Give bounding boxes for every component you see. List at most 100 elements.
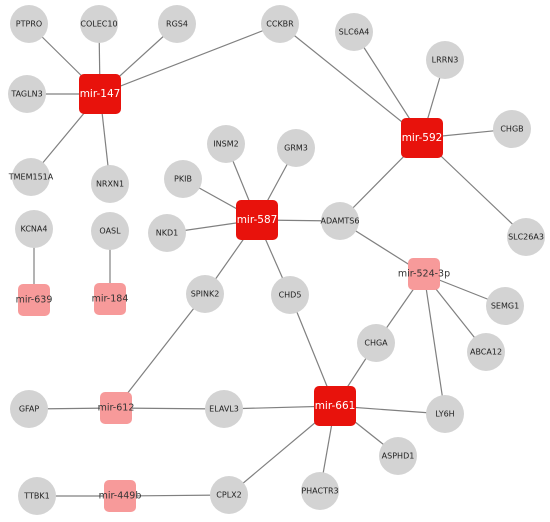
gene-node-phactr3[interactable]: PHACTR3 [301,472,339,510]
gene-label: KCNA4 [21,225,48,234]
mirna-node-mir-449b[interactable]: mir-449b [99,480,142,512]
gene-node-pkib[interactable]: PKIB [164,160,202,198]
gene-label: NRXN1 [96,180,124,189]
gene-node-nkd1[interactable]: NKD1 [148,214,186,252]
gene-node-chgb[interactable]: CHGB [493,110,531,148]
gene-label: GFAP [19,405,40,414]
gene-label: COLEC10 [80,20,117,29]
gene-node-slc6a4[interactable]: SLC6A4 [335,13,373,51]
gene-circle [467,333,505,371]
gene-label: LY6H [435,410,454,419]
mirna-node-mir-612[interactable]: mir-612 [98,392,135,424]
gene-label: CHGB [500,125,523,134]
gene-label: CPLX2 [216,491,241,500]
gene-circle [205,390,243,428]
gene-node-elavl3[interactable]: ELAVL3 [205,390,243,428]
edge-mir-592-to-cckbr [279,23,423,139]
gene-label: SEMG1 [491,302,519,311]
gene-node-rgs4[interactable]: RGS4 [158,5,196,43]
mirna-label: mir-184 [92,294,129,305]
gene-circle [158,5,196,43]
gene-label: ABCA12 [470,348,502,357]
gene-circle [357,324,395,362]
gene-node-grm3[interactable]: GRM3 [277,129,315,167]
gene-label: CCKBR [266,20,294,29]
gene-node-kcna4[interactable]: KCNA4 [15,210,53,248]
gene-circle [379,437,417,475]
mirna-square [408,258,440,290]
gene-node-cplx2[interactable]: CPLX2 [210,476,248,514]
gene-circle [10,390,48,428]
gene-label: GRM3 [284,144,308,153]
gene-label: SLC6A4 [339,28,370,37]
gene-circle [12,158,50,196]
gene-node-gfap[interactable]: GFAP [10,390,48,428]
gene-node-abca12[interactable]: ABCA12 [467,333,505,371]
gene-node-chd5[interactable]: CHD5 [271,276,309,314]
gene-node-ptpro[interactable]: PTPRO [10,5,48,43]
mirna-node-mir-661[interactable]: mir-661 [314,386,356,426]
gene-label: INSM2 [213,140,238,149]
mirna-label: mir-612 [98,403,135,414]
gene-node-chga[interactable]: CHGA [357,324,395,362]
gene-circle [210,476,248,514]
gene-circle [15,210,53,248]
gene-node-spink2[interactable]: SPINK2 [186,275,224,313]
gene-node-lrrn3[interactable]: LRRN3 [426,41,464,79]
gene-node-oasl[interactable]: OASL [91,212,129,250]
gene-node-slc26a3[interactable]: SLC26A3 [507,218,545,256]
gene-node-ly6h[interactable]: LY6H [426,395,464,433]
gene-label: PHACTR3 [301,487,338,496]
mirna-square [236,200,278,240]
gene-circle [426,395,464,433]
gene-circle [261,5,299,43]
gene-node-cckbr[interactable]: CCKBR [261,5,299,43]
mirna-node-mir-184[interactable]: mir-184 [92,283,129,315]
gene-circle [493,110,531,148]
mirna-label: mir-592 [402,132,443,144]
gene-label: ASPHD1 [382,452,415,461]
mirna-label: mir-524-3p [398,269,450,280]
gene-node-insm2[interactable]: INSM2 [207,125,245,163]
gene-node-tmem151a[interactable]: TMEM151A [8,158,54,196]
mirna-square [18,284,50,316]
edge-mir-524-3p-to-ly6h [423,273,446,415]
gene-label: TMEM151A [8,173,54,182]
gene-label: OASL [99,227,121,236]
node-layer: PTPRO COLEC10 RGS4 CCKBR SLC6A4LRRN3TAGLN3CH… [8,5,545,515]
mirna-label: mir-587 [237,214,278,226]
gene-circle [277,129,315,167]
gene-label: RGS4 [166,20,188,29]
gene-label: TAGLN3 [10,90,42,99]
gene-circle [335,13,373,51]
mirna-square [401,118,443,158]
gene-node-ttbk1[interactable]: TTBK1 [18,477,56,515]
gene-node-colec10[interactable]: COLEC10 [80,5,118,43]
gene-circle [10,5,48,43]
edge-mir-612-to-spink2 [115,293,206,409]
mirna-node-mir-592[interactable]: mir-592 [401,118,443,158]
gene-node-asphd1[interactable]: ASPHD1 [379,437,417,475]
gene-circle [18,477,56,515]
mirna-label: mir-449b [99,491,142,502]
mirna-node-mir-524-3p[interactable]: mir-524-3p [398,258,450,290]
mirna-node-mir-147[interactable]: mir-147 [79,74,121,114]
gene-circle [486,287,524,325]
gene-circle [207,125,245,163]
gene-circle [186,275,224,313]
mirna-label: mir-639 [16,295,53,306]
gene-circle [507,218,545,256]
gene-label: CHD5 [279,291,302,300]
mirna-square [104,480,136,512]
gene-circle [164,160,202,198]
gene-node-tagln3[interactable]: TAGLN3 [8,75,46,113]
gene-label: ELAVL3 [209,405,239,414]
gene-node-nrxn1[interactable]: NRXN1 [91,165,129,203]
gene-node-semg1[interactable]: SEMG1 [486,287,524,325]
edge-mir-147-to-cckbr [99,23,281,95]
mirna-node-mir-587[interactable]: mir-587 [236,200,278,240]
gene-node-adamts6[interactable]: ADAMTS6 [321,202,360,240]
gene-circle [426,41,464,79]
mirna-square [100,392,132,424]
mirna-node-mir-639[interactable]: mir-639 [16,284,53,316]
